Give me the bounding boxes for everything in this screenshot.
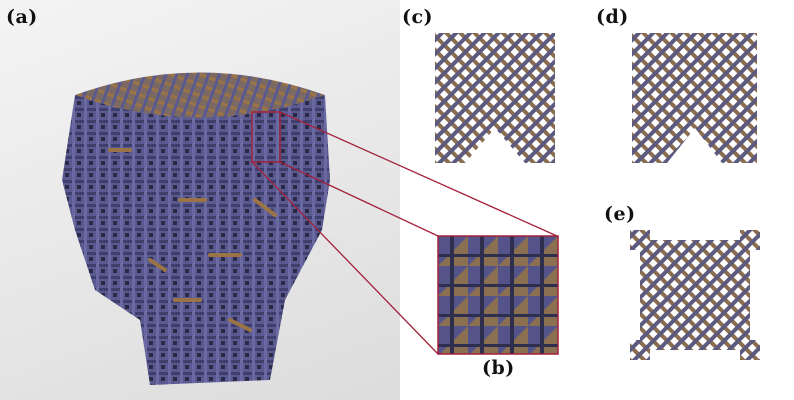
- lattice-3d-object: [62, 72, 558, 385]
- panel-b-zoom-inset: [437, 235, 559, 355]
- panel-c-label: (c): [402, 6, 434, 28]
- panel-b-label: (b): [482, 357, 515, 379]
- panel-a-label: (a): [6, 6, 38, 28]
- panel-e-lattice-slice: [630, 230, 760, 360]
- panel-e-label: (e): [604, 203, 636, 225]
- panel-c-lattice-slice: [435, 33, 555, 163]
- panel-d-label: (d): [596, 6, 629, 28]
- orange-struts: [108, 148, 277, 332]
- lattice-body: [62, 95, 330, 385]
- zoom-region-box: [251, 111, 281, 163]
- panel-d-lattice-slice: [632, 33, 757, 163]
- zoom-connector-lines: [251, 111, 558, 355]
- panel-a-3d-render: (a): [0, 0, 558, 400]
- lattice-top-face: [75, 72, 325, 118]
